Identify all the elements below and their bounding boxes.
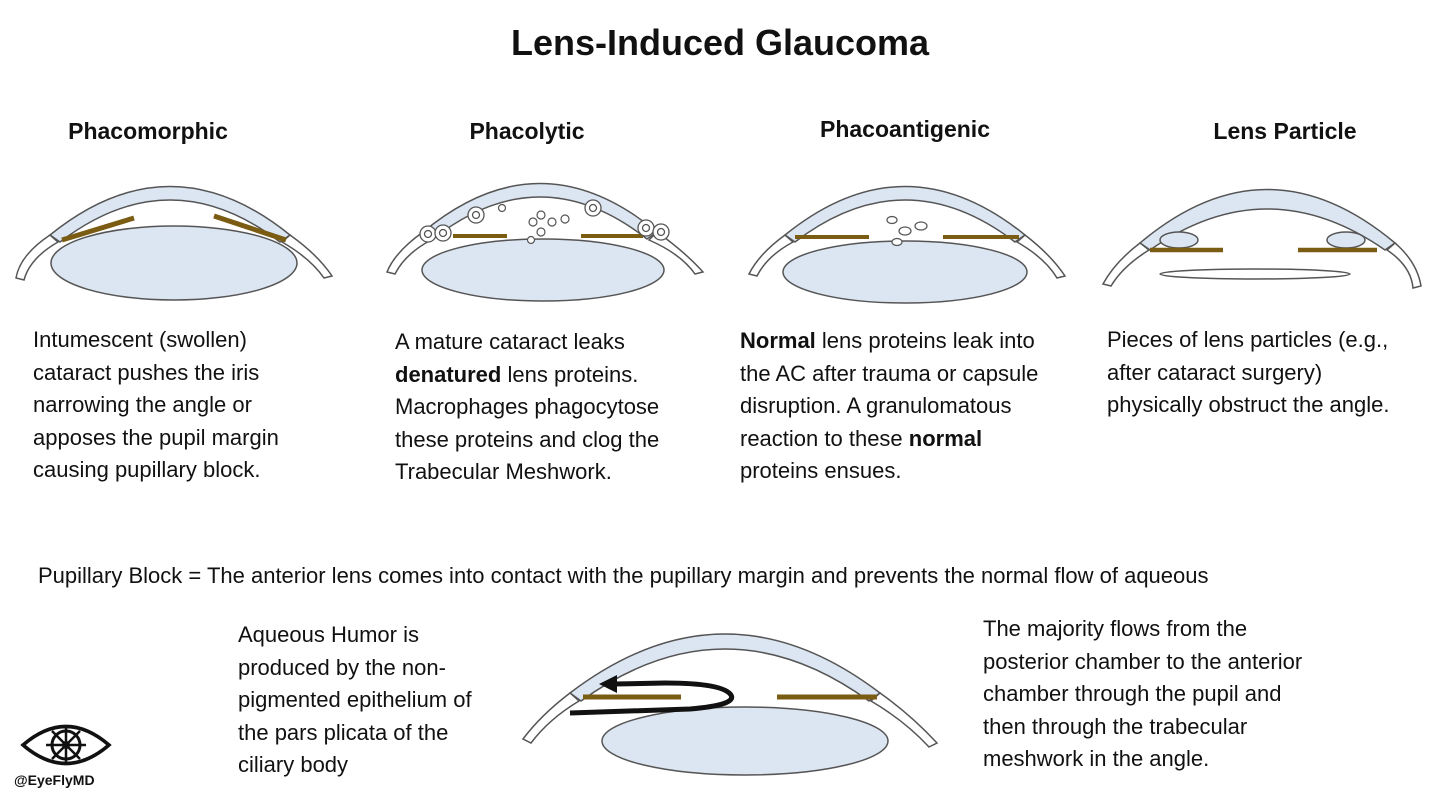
sclera-left xyxy=(15,234,60,281)
lens-particle-left xyxy=(1159,231,1199,249)
lens-shape xyxy=(782,240,1028,304)
heading-phacomorphic: Phacomorphic xyxy=(68,118,228,144)
lens-shape xyxy=(50,225,298,301)
desc-lens-particle: Pieces of lens particles (e.g., after ca… xyxy=(1107,327,1390,417)
page-title: Lens-Induced Glaucoma xyxy=(510,22,930,63)
heading-lens-particle: Lens Particle xyxy=(1213,118,1357,144)
cornea-dot xyxy=(875,176,881,182)
sclera-right xyxy=(869,692,939,748)
aqueous-flow-arrow xyxy=(569,680,735,716)
logo-handle: @EyeFlyMD xyxy=(14,772,95,788)
sclera-right xyxy=(1385,242,1422,289)
iris-left xyxy=(61,215,135,243)
sclera-left xyxy=(385,231,433,275)
lens-particle-diagram xyxy=(1101,188,1422,289)
phacoantigenic-diagram xyxy=(747,173,1067,304)
sclera-left xyxy=(521,692,581,744)
desc-phacoantigenic: Normal lens proteins leak into the AC af… xyxy=(740,328,1039,483)
cornea-dot xyxy=(905,173,911,179)
eye-ship-wheel-icon xyxy=(20,724,112,766)
aqueous-flow-diagram xyxy=(521,633,939,776)
lens-particle-right xyxy=(1326,231,1366,249)
iris-right xyxy=(213,213,287,243)
lens-remnant xyxy=(1159,268,1351,280)
lens-shape xyxy=(421,238,665,302)
cornea-shape xyxy=(48,185,292,243)
desc-phacolytic: A mature cataract leaks denatured lens p… xyxy=(395,329,660,484)
lens-shape xyxy=(601,706,889,776)
heading-phacoantigenic: Phacoantigenic xyxy=(820,116,990,142)
phacomorphic-diagram xyxy=(15,185,334,301)
sclera-right xyxy=(647,231,705,275)
cornea-shape xyxy=(421,182,659,240)
cornea-shape xyxy=(783,185,1027,243)
sclera-left xyxy=(747,234,795,277)
heading-phacolytic: Phacolytic xyxy=(469,118,585,144)
cornea-dot xyxy=(928,175,934,181)
phacolytic-diagram xyxy=(385,182,705,302)
protein-particles xyxy=(497,203,570,245)
protein-particles xyxy=(886,215,928,247)
macrophage-cells xyxy=(419,199,670,243)
sclera-left xyxy=(1101,242,1151,287)
arrow-head xyxy=(599,675,617,693)
desc-phacomorphic: Intumescent (swollen) cataract pushes th… xyxy=(33,327,279,482)
aqueous-production-text: Aqueous Humor is produced by the non- pi… xyxy=(238,622,472,777)
sclera-right xyxy=(280,234,334,279)
aqueous-flow-text: The majority flows from the posterior ch… xyxy=(983,616,1303,771)
pupillary-block-definition: Pupillary Block = The anterior lens come… xyxy=(38,563,1209,588)
sclera-right xyxy=(1015,234,1067,279)
